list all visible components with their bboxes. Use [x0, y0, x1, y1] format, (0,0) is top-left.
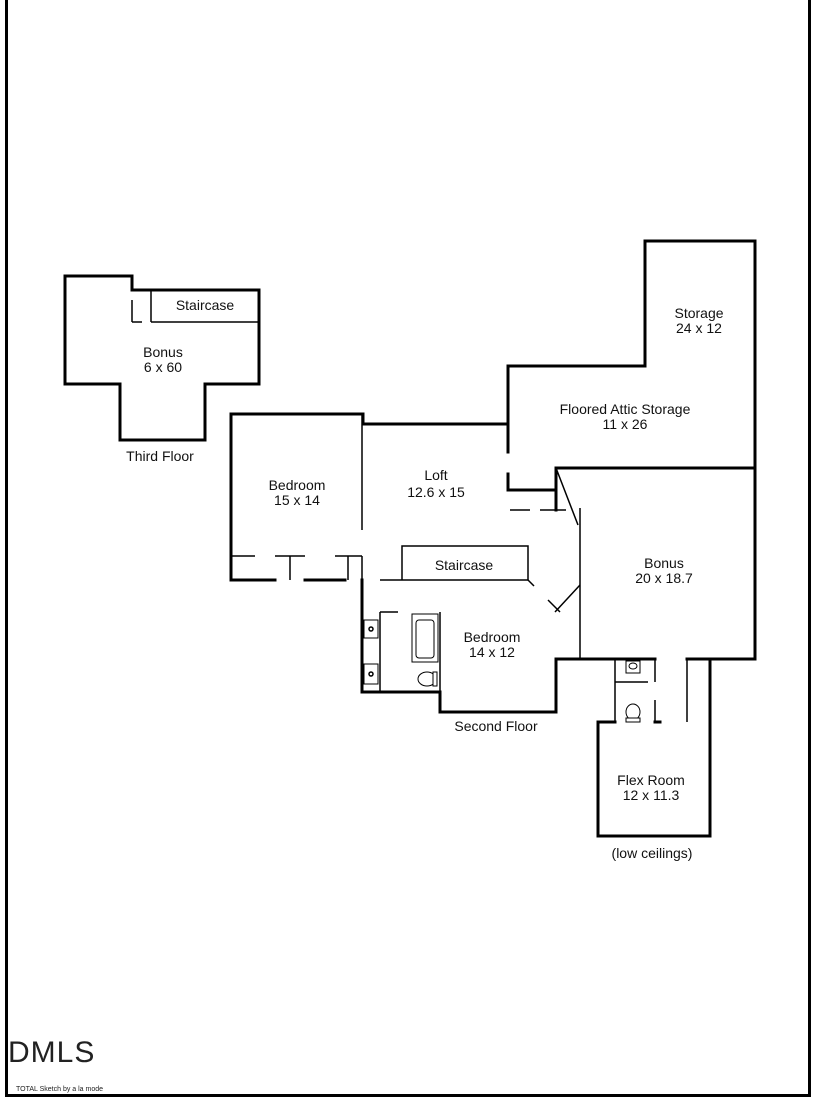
- third-floor-staircase-label: Staircase: [175, 297, 235, 313]
- bath-bedroom-walls: [360, 578, 558, 714]
- storage-walls: [506, 239, 757, 469]
- attic-storage-label: Floored Attic Storage 11 x 26: [559, 401, 691, 432]
- third-floor-bonus-label: Bonus 6 x 60: [143, 344, 183, 375]
- mls-logo: DMLS: [8, 1036, 96, 1069]
- bedroom-2-label: Bedroom 14 x 12: [463, 629, 521, 660]
- bedroom-loft-walls: [229, 412, 510, 582]
- low-ceilings-note: (low ceilings): [611, 845, 693, 861]
- flex-room-label: Flex Room 12 x 11.3: [617, 772, 685, 803]
- bonus-label: Bonus 20 x 18.7: [635, 555, 693, 586]
- page-frame: [5, 0, 811, 1097]
- loft-closet: [506, 467, 579, 526]
- loft-label: Loft 12.6 x 15: [407, 467, 465, 500]
- bedroom-1-label: Bedroom 15 x 14: [268, 477, 326, 508]
- third-floor-walls: [63, 274, 261, 442]
- third-floor-caption: Third Floor: [126, 448, 194, 464]
- sketch-credit: TOTAL Sketch by a la mode: [16, 1086, 104, 1093]
- bonus-walls: [547, 466, 757, 661]
- stair-walls: [380, 545, 535, 587]
- flex-room-walls: [596, 657, 712, 838]
- second-floor-staircase-label: Staircase: [434, 557, 494, 573]
- second-floor-caption: Second Floor: [454, 718, 538, 734]
- storage-label: Storage 24 x 12: [674, 305, 724, 336]
